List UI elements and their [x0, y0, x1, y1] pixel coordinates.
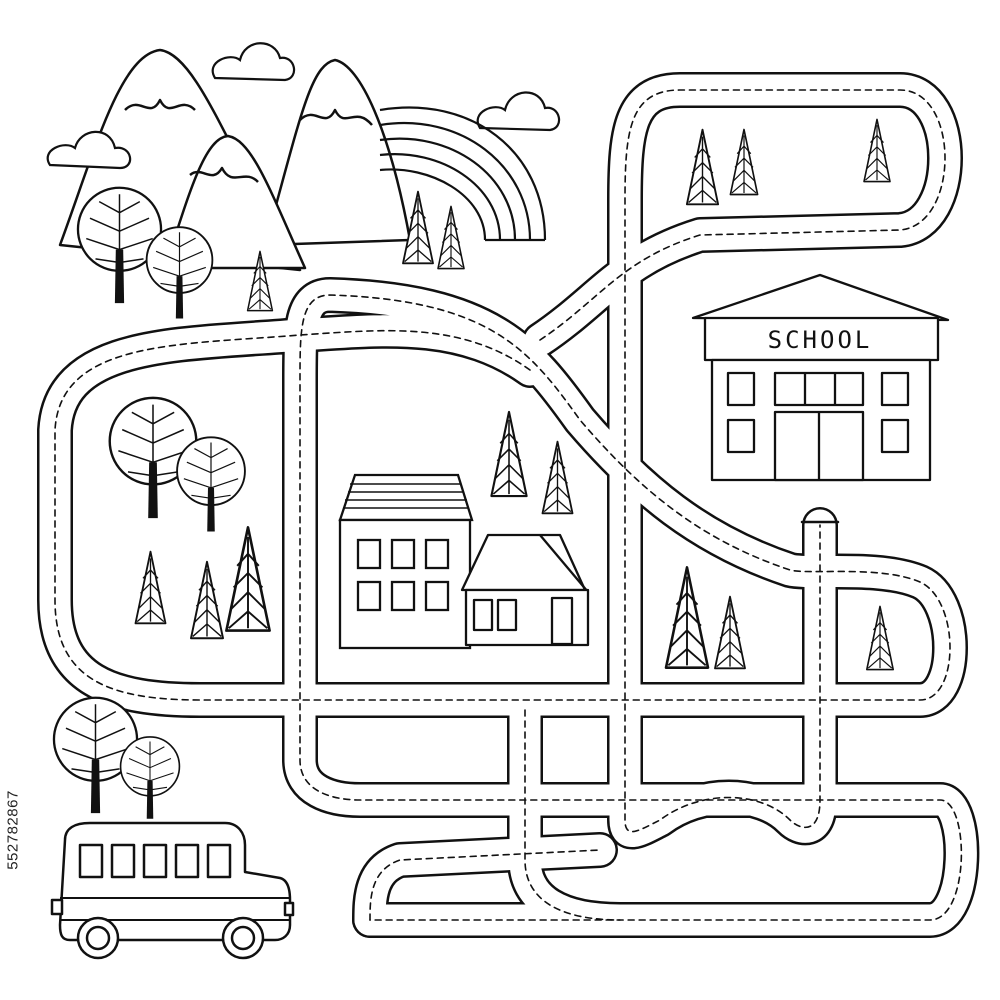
window — [390, 580, 416, 612]
road-network — [37, 72, 980, 938]
window — [356, 580, 382, 612]
bus-window — [174, 843, 200, 879]
window — [726, 371, 756, 407]
bus-window — [78, 843, 104, 879]
pine-tree — [862, 118, 892, 183]
bus-window — [206, 843, 232, 879]
rainbow — [379, 106, 547, 242]
window — [880, 418, 910, 454]
bus-window — [110, 843, 136, 879]
window — [880, 371, 910, 407]
pine-tree — [541, 440, 574, 515]
trees — [52, 186, 246, 820]
window — [390, 538, 416, 570]
house — [460, 533, 590, 647]
clouds — [46, 42, 561, 170]
pine-tree — [134, 550, 167, 625]
pine-tree — [664, 565, 710, 670]
window — [726, 418, 756, 454]
bus-window — [142, 843, 168, 879]
pine-tree — [489, 410, 529, 498]
tree — [145, 226, 214, 320]
stock-id-watermark: 552782867 — [4, 790, 22, 870]
school-sign: SCHOOL — [768, 326, 873, 354]
window — [496, 598, 518, 632]
window — [424, 538, 450, 570]
pine-tree — [224, 525, 272, 633]
pine-tree — [713, 595, 747, 670]
bus-light — [283, 901, 295, 917]
window — [356, 538, 382, 570]
door — [550, 596, 574, 646]
pine-tree — [729, 128, 759, 196]
pine-tree — [436, 205, 466, 270]
pine-tree — [189, 560, 225, 640]
bus-light — [50, 898, 64, 916]
tree — [119, 736, 181, 820]
cloud — [476, 91, 561, 132]
school-building: SCHOOL — [691, 273, 950, 482]
pine-tree — [685, 128, 720, 206]
cloud — [46, 130, 132, 170]
tree — [76, 186, 163, 305]
pine-tree — [865, 605, 895, 671]
window — [773, 371, 865, 407]
apartment-building — [338, 473, 474, 650]
tree — [176, 436, 246, 533]
cloud — [211, 42, 296, 82]
window — [424, 580, 450, 612]
window — [472, 598, 494, 632]
school-bus — [50, 821, 295, 960]
